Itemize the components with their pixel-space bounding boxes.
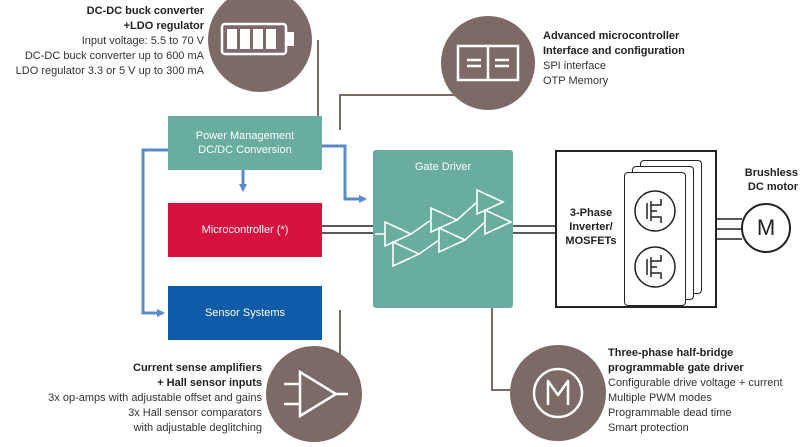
callout-buck-line: Input voltage: 5.5 to 70 V: [81, 35, 204, 47]
callout-sense: Current sense amplifiers + Hall sensor i…: [0, 361, 262, 436]
callout-gate-title2: programmable gate driver: [608, 362, 744, 374]
callout-gate-title1: Three-phase half-bridge: [608, 347, 734, 359]
connector-mcu-iface: [339, 94, 455, 130]
motor-icon: [532, 367, 584, 419]
mosfet-icon: [634, 190, 676, 288]
gate-driver-triangle-icon: [375, 188, 513, 268]
callout-gate-line: Multiple PWM modes: [608, 392, 712, 404]
callout-sense-line: 3x op-amps with adjustable offset and ga…: [48, 392, 262, 404]
callout-mcu-title2: Interface and configuration: [543, 45, 685, 57]
inverter-label: 3-Phase Inverter/ MOSFETs: [565, 207, 617, 247]
sensor-systems-label: Sensor Systems: [204, 307, 286, 319]
callout-mcu-title1: Advanced microcontroller: [543, 30, 680, 42]
gate-driver-label: Gate Driver: [414, 161, 472, 173]
callout-sense-line: 3x Hall sensor comparators: [128, 407, 262, 419]
motor-symbol: M: [741, 203, 791, 253]
callout-sense-line: with adjustable deglitching: [133, 422, 262, 434]
battery-circle: [208, 0, 312, 92]
connector-gate-drv: [491, 305, 512, 391]
gate-driver-circle: [510, 345, 606, 441]
arrow-power-to-gate: [322, 144, 367, 203]
arrow-power-to-sensor: [141, 148, 172, 317]
amplifier-circle: [266, 346, 362, 442]
dc-dc-conversion-label: DC/DC Conversion: [198, 144, 292, 156]
amplifier-icon: [284, 369, 348, 419]
callout-buck-line: DC-DC buck converter up to 600 mA: [24, 50, 204, 62]
callout-sense-title1: Current sense amplifiers: [133, 362, 262, 374]
callout-mcu-iface: Advanced microcontroller Interface and c…: [543, 29, 783, 89]
callout-sense-title2: + Hall sensor inputs: [157, 377, 262, 389]
microcontroller-block: Microcontroller (*): [168, 203, 322, 257]
sensor-systems-block: Sensor Systems: [168, 286, 322, 340]
gate-driver-block: Gate Driver: [373, 150, 513, 308]
callout-gate-line: Configurable drive voltage + current: [608, 377, 783, 389]
interface-icon: [456, 44, 520, 82]
callout-buck-line: LDO regulator 3.3 or 5 V up to 300 mA: [15, 65, 204, 77]
callout-buck-title1: DC-DC buck converter: [86, 5, 204, 17]
callout-buck-title2: +LDO regulator: [123, 20, 204, 32]
microcontroller-label: Microcontroller (*): [201, 224, 289, 236]
mosfet-card-front: [624, 172, 686, 306]
battery-icon: [220, 22, 294, 56]
motor-label: Brushless DC motor: [744, 167, 798, 193]
power-management-label: Power Management: [195, 130, 295, 142]
callout-mcu-line: OTP Memory: [543, 75, 609, 87]
callout-buck: DC-DC buck converter +LDO regulator Inpu…: [0, 4, 204, 79]
callout-gate-line: Programmable dead time: [608, 407, 732, 419]
interface-circle: [441, 16, 535, 110]
callout-gate-drv: Three-phase half-bridge programmable gat…: [608, 346, 800, 436]
power-management-block: Power Management DC/DC Conversion: [168, 116, 322, 170]
callout-mcu-line: SPI interface: [543, 60, 606, 72]
callout-gate-line: Smart protection: [608, 422, 689, 434]
